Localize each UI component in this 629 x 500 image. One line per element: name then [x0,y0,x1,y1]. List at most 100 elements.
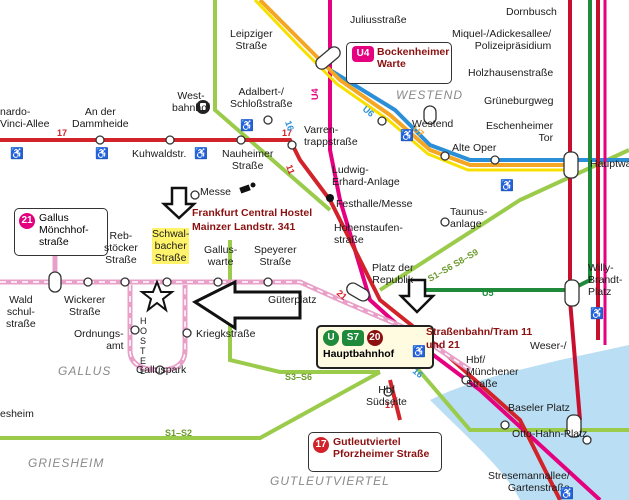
u5-line [420,0,592,292]
line-16-b: 16 [411,366,425,380]
station-weser: Weser-/ [530,340,567,352]
tram-annotation: Straßenbahn/Tram 11 und 21 [426,326,533,351]
station-ordnungsamt: Ordnungs- amt [74,328,124,352]
station-hohenstaufen: Hohenstaufen- straße [334,222,403,246]
station-speyerer: Speyerer Straße [254,244,297,268]
wheelchair-icon: ♿ [194,148,208,160]
station-juliusstrasse: Juliusstraße [350,14,407,26]
wheelchair-icon: ♿ [500,180,514,192]
badge-20: 20 [366,330,383,346]
district-westend: WESTEND [396,88,463,102]
station-markers [83,115,592,445]
station-wickerer: Wickerer Straße [64,294,106,318]
line-16-a: 16 [283,119,296,132]
wheelchair-icon: ♿ [240,120,254,132]
line-u4-vert: U4 [310,88,320,100]
down-arrow-schwalbacher [160,186,198,220]
station-miquel: Miquel-/Adickesallee/ Polizeipräsidium [452,28,552,52]
line-17-b: 17 [282,128,292,138]
capsule-stations [48,46,582,438]
hostel-vertical: H O S T E L [140,316,148,376]
u6-u7-line [328,68,629,162]
district-gallus: GALLUS [58,364,112,378]
station-bockenheimer-box: U4 Bockenheimer Warte [346,42,452,84]
district-griesheim: GRIESHEIM [28,456,105,470]
hotel-address: Mainzer Landstr. 341 [192,221,296,233]
station-leipziger: Leipziger Straße [230,28,273,52]
station-varrentrapp: Varren- trappstraße [304,124,358,148]
left-arrow [191,279,302,331]
wheelchair-icon: ♿ [95,148,109,160]
station-guterplatz: Güterplatz [268,294,317,306]
badge-s7: S7 [341,330,364,346]
line-u6: U6 [361,104,376,119]
station-hbf-suedseite: Hbf Südseite [366,384,407,408]
station-westbahnhof: West- bahnhof [172,90,210,114]
tram-gutleut-line [388,379,402,421]
station-hauptbahnhof: Hauptbahnhof [323,348,395,360]
line-17-c: 17 [385,400,395,410]
station-stresemann: Stresemannallee/ Gartenstraße [488,470,570,494]
train-icon [196,100,210,114]
station-westend: Westend [412,118,454,130]
station-gallus-moench: Gallus Mönchhof- straße [39,212,89,248]
wheelchair-icon: ♿ [560,488,574,500]
s-bahn-line-taunus [378,148,629,292]
line-11: 11 [284,163,297,175]
station-festhalle: Festhalle/Messe [336,198,413,210]
line-s1-s6-s8: S1–S6 S8–S9 [426,247,480,284]
wheelchair-icon: ♿ [10,148,24,160]
station-grueneburg: Grüneburgweg [484,95,554,107]
station-hbf-muenchener: Hbf/ Münchener Straße [466,354,519,390]
line-21: 21 [335,288,349,302]
station-dornbusch: Dornbusch [506,6,557,18]
station-rebstoecker: Reb- stöcker Straße [104,230,138,266]
u-yellow-line [253,0,570,172]
station-gutleutviertel: Gutleutviertel Pforzheimer Straße [333,436,430,460]
s-bahn-line-upper [213,0,332,212]
tram-galluspark-loop-dash [129,285,186,371]
wheelchair-icon: ♿ [590,308,604,320]
festhalle-dot [326,194,334,202]
station-wald-schulstrasse: Wald schul- straße [6,294,36,330]
line-u5: U5 [482,288,494,298]
star-marker [139,279,175,313]
station-hauptbahnhof-box: U S7 20 Hauptbahnhof [316,325,434,369]
station-platz-der-republik: Platz der Republik [372,262,414,286]
station-gutleut-box: 17 Gutleutviertel Pforzheimer Straße [308,432,442,472]
badge-17: 17 [313,437,329,453]
station-gallus-box: 21 Gallus Mönchhof- straße [14,208,108,256]
wheelchair-icon: ♿ [400,130,414,142]
station-galluswarte: Gallus- warte [204,244,238,268]
badge-u: U [323,330,339,346]
station-bockenheimer: Bockenheimer Warte [377,46,450,70]
station-eschenheimer: Eschenheimer Tor [486,120,554,144]
s-bahn-line-s1s2 [0,370,381,440]
hotel-name: Frankfurt Central Hostel [192,207,313,219]
station-galluspark: Galluspark [136,364,187,376]
station-otto-hahn: Otto-Hahn-Platz [512,428,588,440]
district-gutleutviertel: GUTLEUTVIERTEL [270,474,390,488]
line-s1-s2: S1–S2 [165,428,192,438]
line-s3-s6: S3–S6 [285,372,312,382]
station-schwalbacher: Schwal- bacher Straße [152,228,190,264]
station-messe: Messe [200,186,231,198]
badge-u4: U4 [352,46,374,62]
station-esheim: esheim [0,408,34,420]
u-orange-line [258,0,570,167]
station-adalbert: Adalbert-/ Schloßstraße [230,86,293,110]
station-willy-brandt: Willy- Brandt- Platz [588,262,623,298]
station-baseler: Baseler Platz [508,402,570,414]
station-ludwig-erhard: Ludwig- Erhard-Anlage [332,164,400,188]
line-17-a: 17 [57,128,67,138]
station-kuhwald: Kuhwaldstr. [132,148,187,160]
station-alte-oper: Alte Oper [452,142,497,154]
station-taunusanlage: Taunus- anlage [450,206,488,230]
station-leonardo: nardo- Vinci-Allee [0,106,50,130]
tram-17-line [0,138,562,500]
fair-icon [239,182,256,194]
station-holzhausen: Holzhausenstraße [468,67,554,79]
wheelchair-icon: ♿ [412,346,426,358]
station-hauptwache: Hauptwache [590,158,629,170]
